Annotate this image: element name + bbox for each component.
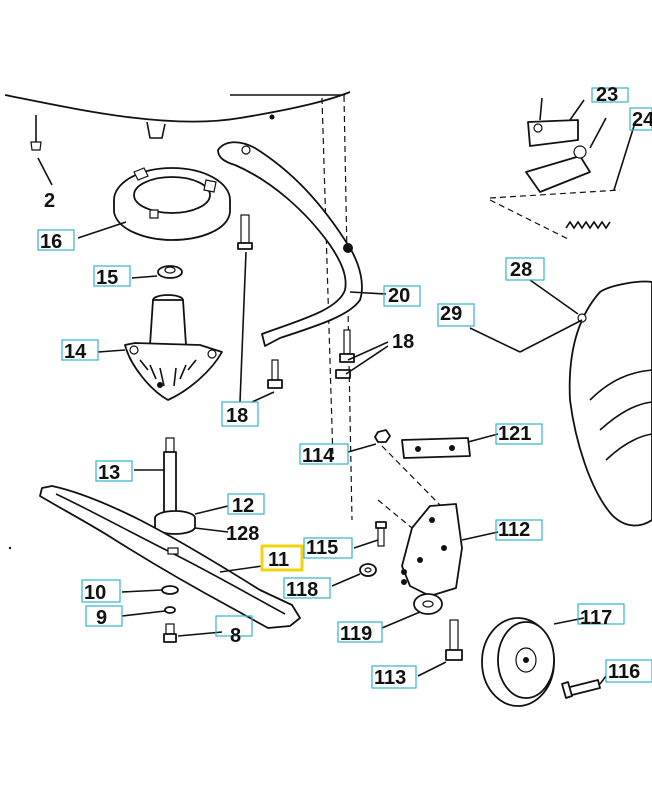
svg-text:128: 128: [226, 523, 259, 545]
callout-18-right: 18: [392, 331, 414, 353]
pulley-12: [154, 505, 229, 535]
svg-text:112: 112: [498, 519, 530, 541]
callout-8: 8: [215, 615, 253, 647]
svg-text:10: 10: [84, 582, 106, 604]
callout-9: 9: [85, 605, 123, 629]
blade-bolt-8: [163, 623, 223, 643]
callout-14: 14: [61, 339, 99, 363]
mower-blade-11: [39, 485, 301, 629]
callout-23: 23: [591, 84, 629, 106]
callout-15: 15: [93, 265, 131, 289]
spacer-ring-16: [77, 167, 231, 241]
svg-text:114: 114: [302, 445, 335, 467]
callout-115: 115: [303, 537, 353, 559]
svg-text:113: 113: [374, 667, 406, 689]
svg-text:119: 119: [340, 623, 372, 645]
callout-119: 119: [337, 621, 383, 645]
callout-116: 116: [605, 659, 652, 683]
svg-text:15: 15: [96, 267, 118, 289]
bolt-113: [417, 619, 463, 677]
svg-text:20: 20: [388, 285, 410, 307]
discharge-chute: [568, 280, 652, 527]
svg-text:28: 28: [510, 259, 532, 281]
callout-117: 117: [577, 603, 625, 629]
svg-text:9: 9: [96, 607, 107, 629]
svg-text:18: 18: [226, 405, 248, 427]
bracket-20: [217, 141, 387, 347]
svg-text:117: 117: [580, 607, 612, 629]
mower-deck-housing: [4, 91, 353, 521]
svg-text:23: 23: [596, 84, 618, 106]
callout-20: 20: [383, 285, 421, 307]
washer-118: [331, 563, 377, 587]
bracket-23: [525, 97, 607, 193]
spindle-shaft-13: [134, 437, 177, 513]
spacer-119: [381, 593, 443, 629]
nut-114: [347, 429, 441, 506]
callout-24: 24: [629, 107, 652, 131]
callout-10: 10: [81, 579, 121, 604]
bolts-18: [237, 214, 389, 403]
callout-16: 16: [37, 229, 75, 253]
callout-11-highlighted: 11: [260, 544, 304, 572]
svg-text:2: 2: [44, 190, 55, 212]
svg-text:11: 11: [268, 549, 289, 571]
washer-9: [121, 606, 176, 617]
washer-10: [121, 585, 179, 595]
wheel-bracket-112: [377, 499, 499, 597]
svg-text:14: 14: [64, 341, 87, 363]
wheel-117: [481, 617, 585, 707]
rod-29: [469, 279, 583, 353]
callout-121: 121: [495, 423, 543, 445]
svg-text:29: 29: [440, 303, 462, 325]
svg-text:18: 18: [392, 331, 414, 353]
callout-12: 12: [227, 493, 265, 517]
bearing-15: [131, 265, 183, 279]
svg-text:16: 16: [40, 231, 62, 253]
bolt-116: [561, 675, 607, 699]
svg-text:12: 12: [232, 495, 254, 517]
callout-29: 29: [437, 303, 475, 327]
svg-text:8: 8: [230, 625, 241, 647]
callout-128: 128: [226, 523, 259, 545]
callout-2: 2: [44, 190, 55, 212]
spindle-housing-14: [97, 294, 223, 401]
svg-text:115: 115: [306, 537, 338, 559]
svg-text:116: 116: [608, 661, 640, 683]
callout-112: 112: [495, 519, 543, 541]
callout-18-left: 18: [221, 401, 259, 427]
svg-text:13: 13: [98, 462, 120, 484]
callout-13: 13: [95, 460, 133, 484]
screw-2: [30, 115, 53, 186]
spring-24: [489, 125, 635, 241]
callout-114: 114: [299, 443, 349, 467]
callout-118: 118: [283, 577, 331, 601]
svg-text:121: 121: [498, 423, 531, 445]
callout-113: 113: [371, 665, 417, 689]
svg-text:118: 118: [286, 579, 318, 601]
svg-text:24: 24: [632, 109, 652, 131]
screw-115: [353, 521, 387, 549]
callout-28: 28: [505, 257, 545, 281]
plate-121: [401, 433, 499, 459]
